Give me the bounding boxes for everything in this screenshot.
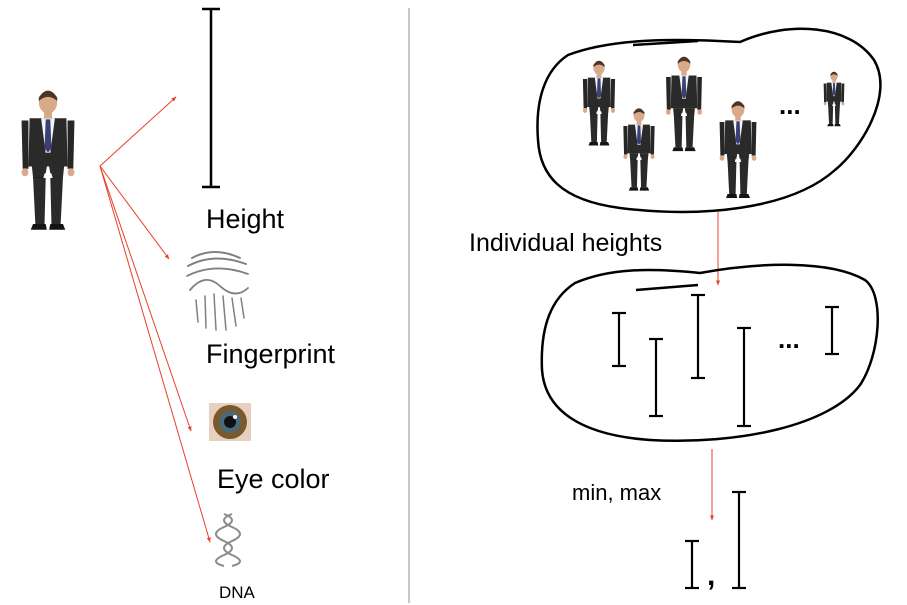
arrow-to-dna [99,165,211,543]
max-bar-icon [732,490,746,590]
min-bar-icon [685,539,699,590]
height-bar [737,326,751,428]
arrow-to-height [99,96,177,167]
person-figure [623,108,654,190]
heights-blob-stroke [635,283,699,292]
arrow-to-eye [99,165,192,432]
person-figure [583,61,615,146]
height-bar [825,305,839,356]
feature-arrows [99,96,211,543]
eye-icon [209,403,251,441]
heights-ellipsis: ... [778,324,800,354]
result-separator: , [707,559,716,592]
person-figure [666,57,702,151]
population-ellipsis: ... [779,90,801,120]
person-figure [824,72,845,126]
individual-heights-label: Individual heights [469,229,663,257]
fingerprint-icon [186,251,249,331]
person-figure [720,101,757,198]
arrow-to-fingerprint [99,165,170,260]
population-blob [536,27,882,214]
eye-color-label: Eye color [217,464,330,494]
population-blob-stroke [632,39,699,47]
dna-icon [215,513,241,567]
heights-blob [540,263,879,442]
height-bar-icon [202,7,220,189]
height-bars [612,293,839,428]
population-people [583,57,844,198]
min-max-label: min, max [572,480,662,505]
person-image [22,91,75,230]
height-bar [649,337,663,418]
height-label: Height [206,204,285,234]
dna-label: DNA [219,583,255,602]
height-bar [612,311,626,368]
height-bar [691,293,705,380]
fingerprint-label: Fingerprint [206,339,336,369]
